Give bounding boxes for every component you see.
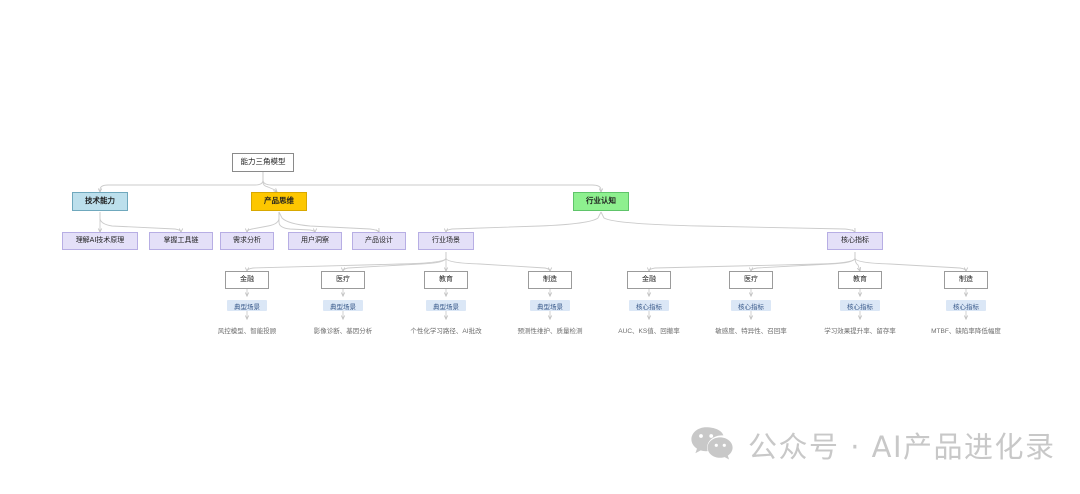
- leaf-scenario-finance: 风控模型、智能投顾: [217, 327, 277, 335]
- node-scenario-industry-medical[interactable]: 医疗: [321, 271, 365, 289]
- tag-metric-finance[interactable]: 核心指标: [629, 300, 669, 311]
- leaf-metric-finance: AUC、KS值、回撤率: [618, 327, 680, 335]
- node-tech-toolchain[interactable]: 掌握工具链: [149, 232, 213, 250]
- watermark: 公众号 · AI产品进化录: [690, 424, 1056, 466]
- leaf-scenario-manufacturing: 预测性维护、质量检测: [517, 327, 583, 335]
- node-scenario-industry-education[interactable]: 教育: [424, 271, 468, 289]
- node-product-insight[interactable]: 用户洞察: [288, 232, 342, 250]
- node-scenario-industry-manufacturing[interactable]: 制造: [528, 271, 572, 289]
- wechat-icon: [690, 425, 734, 466]
- node-industry-metrics[interactable]: 核心指标: [827, 232, 883, 250]
- tag-scenario-finance[interactable]: 典型场景: [227, 300, 267, 311]
- node-product-requirement[interactable]: 需求分析: [220, 232, 274, 250]
- node-pillar-product[interactable]: 产品思维: [251, 192, 307, 211]
- node-metric-industry-manufacturing[interactable]: 制造: [944, 271, 988, 289]
- node-root[interactable]: 能力三角模型: [232, 153, 294, 172]
- leaf-metric-manufacturing: MTBF、缺陷率降低幅度: [931, 327, 1001, 335]
- tag-metric-education[interactable]: 核心指标: [840, 300, 880, 311]
- watermark-text: 公众号 · AI产品进化录: [748, 430, 1056, 464]
- node-tech-principle[interactable]: 理解AI技术原理: [62, 232, 138, 250]
- node-product-design[interactable]: 产品设计: [352, 232, 406, 250]
- node-industry-scenarios[interactable]: 行业场景: [418, 232, 474, 250]
- node-scenario-industry-finance[interactable]: 金融: [225, 271, 269, 289]
- tag-scenario-medical[interactable]: 典型场景: [323, 300, 363, 311]
- tag-metric-medical[interactable]: 核心指标: [731, 300, 771, 311]
- tag-scenario-education[interactable]: 典型场景: [426, 300, 466, 311]
- tag-metric-manufacturing[interactable]: 核心指标: [946, 300, 986, 311]
- node-metric-industry-finance[interactable]: 金融: [627, 271, 671, 289]
- leaf-scenario-medical: 影像诊断、基因分析: [313, 327, 373, 335]
- tag-scenario-manufacturing[interactable]: 典型场景: [530, 300, 570, 311]
- leaf-metric-medical: 敏感度、特异性、召回率: [715, 327, 787, 335]
- node-metric-industry-education[interactable]: 教育: [838, 271, 882, 289]
- node-metric-industry-medical[interactable]: 医疗: [729, 271, 773, 289]
- leaf-metric-education: 学习效果提升率、留存率: [824, 327, 896, 335]
- node-pillar-industry[interactable]: 行业认知: [573, 192, 629, 211]
- node-pillar-tech[interactable]: 技术能力: [72, 192, 128, 211]
- leaf-scenario-education: 个性化学习路径、AI批改: [410, 327, 482, 335]
